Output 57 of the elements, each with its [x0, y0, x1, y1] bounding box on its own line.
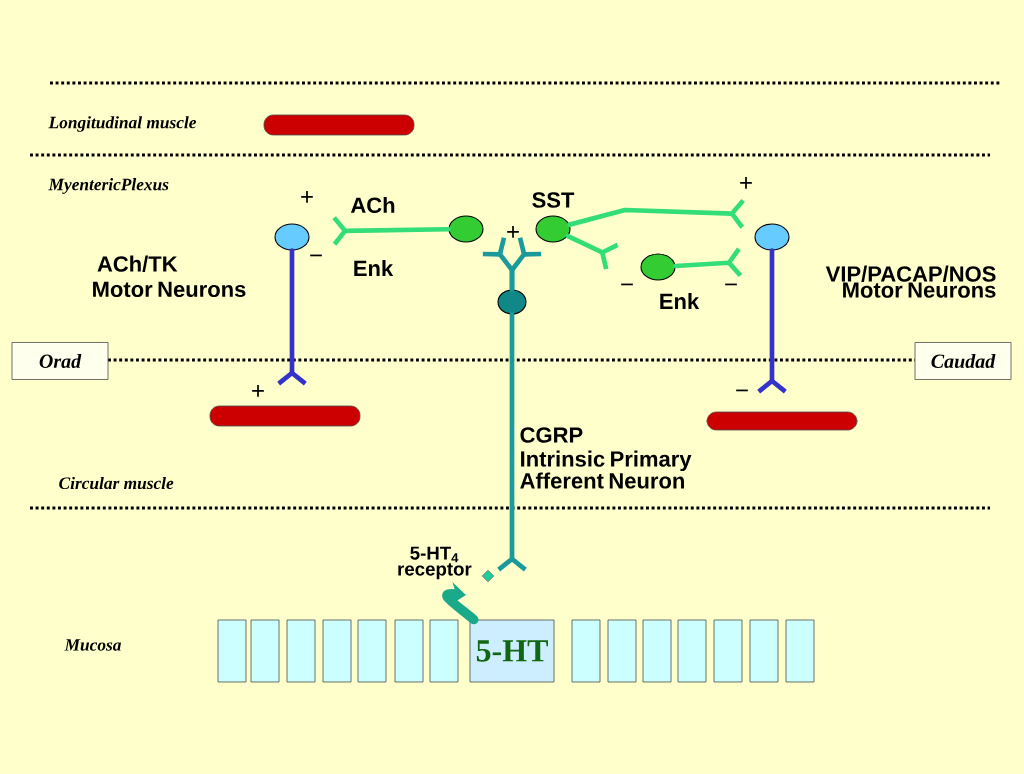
- neuron-label: ACh/TK Motor Neurons: [93, 255, 246, 298]
- axon: [497, 312, 527, 572]
- neuron-soma: [640, 253, 676, 281]
- neuron-label: CGRP: [520, 427, 583, 443]
- sign-label: +: [507, 226, 519, 238]
- muscle-fiber: [263, 114, 415, 136]
- layer-label: Mucosa: [64, 639, 121, 651]
- axon: [757, 248, 787, 394]
- mucosa-cell: [677, 619, 707, 683]
- direction-box: Caudad: [914, 342, 1012, 380]
- transmitter-label: Enk: [354, 260, 394, 276]
- sign-label: −: [310, 254, 322, 257]
- mucosa-cell: [785, 619, 815, 683]
- muscle-fiber: [209, 405, 361, 427]
- axon: [277, 248, 307, 386]
- axon: [567, 199, 745, 229]
- muscle-fiber: [706, 411, 858, 431]
- neuron-label: Enk: [660, 293, 700, 309]
- axon: [673, 247, 743, 277]
- neuron-label: +: [252, 385, 264, 397]
- arrow: [442, 582, 479, 625]
- neuron-soma: [535, 215, 571, 243]
- sign-label: −: [725, 283, 737, 286]
- axon: [565, 233, 619, 270]
- mucosa-cell: [642, 619, 672, 683]
- mucosa-cell: [250, 619, 280, 683]
- neuron-label: −: [736, 389, 748, 392]
- mucosa-cell: [217, 619, 247, 683]
- neuron-label: Longitudinal muscle: [48, 116, 197, 132]
- sign-label: −: [621, 283, 633, 286]
- neuron-soma: [754, 223, 790, 251]
- mucosa-cell: 5-HT: [469, 619, 555, 683]
- neuron-soma: [274, 223, 310, 251]
- mucosa-cell: [394, 619, 424, 683]
- axon: [509, 237, 542, 292]
- receptor-diamond: [481, 569, 495, 583]
- sign-label: +: [740, 177, 752, 189]
- layer-label: MyentericPlexus: [48, 178, 169, 194]
- transmitter-label: ACh: [350, 196, 395, 214]
- neuron-label: Intrinsic Primary Afferent Neuron: [520, 450, 692, 489]
- neuron-label: 5-HT$_{4}$ receptor: [398, 546, 472, 580]
- mucosa-cell: [286, 619, 316, 683]
- mucosa-cell: [571, 619, 601, 683]
- direction-box: Orad: [11, 342, 109, 380]
- mucosa-cell: [322, 619, 352, 683]
- neuron-label: SST: [532, 192, 575, 208]
- mucosa-cell: [607, 619, 637, 683]
- sign-label: +: [301, 191, 313, 203]
- layer-label: Circular muscle: [59, 476, 174, 490]
- mucosa-cell: [749, 619, 779, 683]
- mucosa-cell: [429, 619, 459, 683]
- mucosa-cell: [713, 619, 743, 683]
- axon: [332, 216, 451, 246]
- neuron-soma: [448, 215, 484, 243]
- mucosa-cell: [357, 619, 387, 683]
- neuron-soma: [497, 289, 527, 315]
- neuron-label: VIP/PACAP/NOS Motor Neurons: [825, 265, 996, 298]
